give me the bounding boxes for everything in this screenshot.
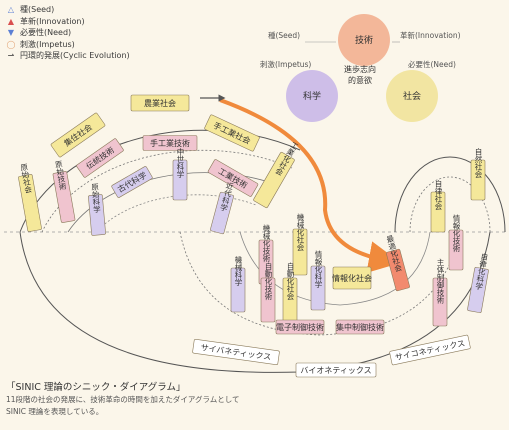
bottom-node: サイバネティックス [192,338,280,366]
legend-label: 円環的発展(Cyclic Evolution) [20,51,130,60]
legend-symbol-icon: ⇀ [7,51,15,60]
tech-node-label: 手工業技術 [150,138,190,148]
tech-node-label: 電子制御技術 [276,322,324,332]
tech-node: 情報化技術 [448,213,464,271]
social-node-label: 自然社会 [474,147,483,180]
caption: 「SINIC 理論のシニック・ダイアグラム」 11段階の社会の発展に、技術革命の… [6,382,240,418]
tech-node: 手工業技術 [142,135,198,151]
tech-node-label: 集中制御技術 [336,322,384,332]
legend-label: 必要性(Need) [20,28,72,37]
outer-arc-4 [95,194,257,233]
bottom-node: サイコネティックス [389,334,471,366]
legend-item: ▲ 革新(Innovation) [6,16,130,28]
science-node: 原始科学 [88,182,106,236]
legend-label: 革新(Innovation) [20,16,85,26]
social-node: 機械化社会 [292,212,308,276]
social-node: 自律社会 [430,179,446,233]
social-node-label: 自律社会 [434,179,443,212]
social-node: 情報化社会 [332,266,372,290]
legend-symbol-icon: △ [7,5,15,14]
science-node: 中世科学 [172,147,188,201]
tech-node: 電子制御技術 [275,319,325,335]
tech-node-label: 主体制御技術 [436,257,445,305]
outer-arc-3 [67,172,281,233]
legend-item: △ 種(Seed) [6,4,130,16]
social-node: 手工業社会 [204,114,260,152]
social-node: 最適化社会 [385,234,410,292]
social-node-label: 農業社会 [144,98,176,108]
legend-symbol-icon: ▲ [7,16,15,26]
legend-symbol-icon: ▼ [7,28,15,37]
social-node: 工業化社会 [253,140,300,208]
science-node: 古代科学 [111,166,153,198]
science-node-label: 機械科学 [234,255,243,286]
bottom-node-label: バイオネティックス [300,366,371,375]
tech-node-label: 自動化技術 [264,261,273,301]
lower-arc-3 [239,231,431,306]
bottom-node: バイオネティックス [295,362,377,378]
caption-title: 「SINIC 理論のシニック・ダイアグラム」 [6,382,186,393]
legend-item: ◯ 刺激(Impetus) [6,39,130,51]
caption-line1: 11段階の社会の発展に、技術革命の時間を加えたダイアグラムとして [6,395,240,404]
science-node-label: 中世科学 [176,147,185,179]
social-node: 農業社会 [130,94,190,112]
innovation-arrow [219,98,401,273]
social-node-label: 情報化社会 [332,273,372,283]
right-arc-1 [394,156,506,233]
social-node: 原始社会 [18,162,42,232]
science-node: 情報化科学 [310,249,326,311]
science-node-label: 原始科学 [90,182,102,213]
science-node: 機械科学 [230,255,246,313]
social-node-label: 機械化社会 [296,212,305,252]
legend: △ 種(Seed) ▲ 革新(Innovation) ▼ 必要性(Need) ◯ 刺激(Imp… [6,4,130,62]
legend-label: 種(Seed) [20,5,55,14]
tech-node: 伝統技術 [76,138,124,178]
tech-node: 主体制御技術 [432,257,448,327]
right-arc-2 [409,176,491,233]
social-node: 自然社会 [470,147,486,201]
tech-node-label: 機械化技術 [262,223,271,263]
science-node-label: 情報化科学 [314,249,323,288]
social-node-label: 自動化社会 [286,261,295,301]
science-node: 近代科学 [210,180,235,235]
social-node: 集住社会 [50,112,106,158]
caption-line2: SINIC 理論を表現している。 [6,407,104,416]
tech-node: 工業技術 [207,159,259,197]
tech-node-label: 情報化技術 [452,213,461,253]
legend-symbol-icon: ◯ [6,39,16,49]
social-node: 自動化社会 [282,261,298,323]
legend-label: 刺激(Impetus) [20,39,75,49]
tech-node: 自動化技術 [260,261,276,323]
legend-item: ⇀ 円環的発展(Cyclic Evolution) [6,50,130,62]
science-node: 自律化科学 [467,251,490,313]
legend-item: ▼ 必要性(Need) [6,27,130,39]
tech-node: 集中制御技術 [335,319,385,335]
lower-arc-1 [19,231,491,373]
lower-arc-2 [179,231,461,336]
